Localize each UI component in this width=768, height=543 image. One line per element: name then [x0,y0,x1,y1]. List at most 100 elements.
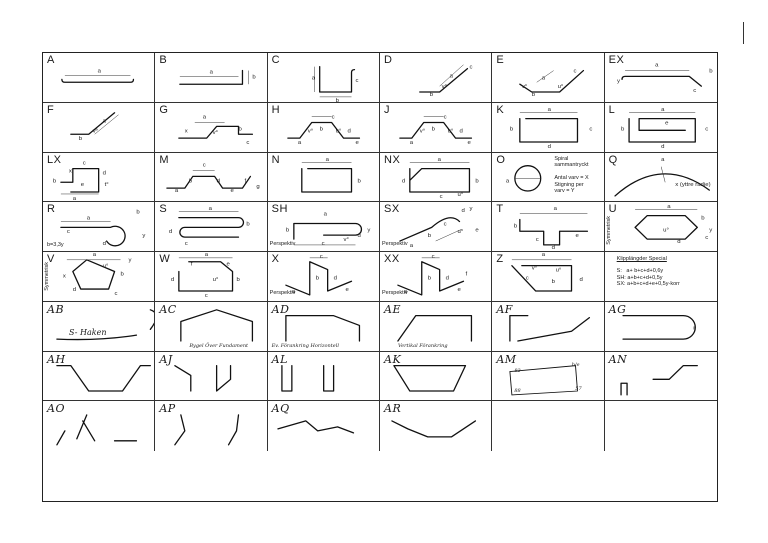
dimension-label: v° [522,84,527,90]
dimension-label: a [103,118,107,124]
dimension-label: b [286,228,290,234]
dimension-label: d [103,170,106,176]
shape-label: AB [47,302,65,316]
shape-cell: AO [43,401,156,452]
shape-note: S- Haken [69,327,107,337]
shape-label: K [496,103,505,116]
dimension-label: b [79,136,83,142]
dimension-label: c [115,291,118,297]
dimension-label: d [217,178,220,184]
dimension-label: u° [213,277,219,283]
shape-label: V [47,253,55,266]
shape-cell: AJ [155,351,268,402]
cut-length-formula: S: a+ b+c+d+0,6y [616,268,664,275]
dimension-label: a [311,75,315,81]
dimension-label: d [552,245,555,251]
dimension-label: b [237,277,241,283]
dimension-label: e [355,140,359,146]
dimension-label: c [469,65,472,71]
shape-label: H [271,103,281,116]
dimension-label: b [121,272,125,278]
shape-note: 82 [514,367,521,374]
shape-label: AH [47,352,66,366]
dimension-label: b [319,126,323,132]
shape-label: W [159,253,171,266]
shape-note: 88 [514,388,521,395]
dimension-label: a [297,140,301,146]
dimension-label: x [63,274,66,280]
dimension-label: y [128,258,131,264]
dimension-label: c [203,162,206,168]
shape-note: Symmetrisk [605,216,612,246]
dimension-label: x (yttre radie) [675,182,710,188]
cut-length-formula: SX: a+b+c+d+e+0,5y-korr [616,281,680,288]
dimension-label: d [73,287,76,293]
shape-label: AC [159,302,177,316]
shape-label: NX [384,153,401,166]
dimension-label: g [257,184,260,190]
dimension-label: a [203,114,207,120]
dimension-label: c [705,126,708,132]
shape-label: E [496,54,505,66]
dimension-label: c [205,293,208,299]
shape-label: LX [47,153,62,166]
shape-note: Perspektiv [269,290,296,297]
dimension-label: b [428,233,432,239]
dimension-label: c [440,193,443,199]
dimension-label: a [93,252,97,258]
dimension-label: a [554,206,558,212]
shape-cell: AN [604,352,717,402]
dimension-label: c [331,114,334,120]
shape-cell: AF [492,301,605,352]
dimension-label: v° [420,128,425,134]
dimension-label: v° [343,237,348,243]
shape-label: AF [496,302,513,316]
shape-note: Perspektiv [382,290,408,297]
dimension-label: b [239,126,243,132]
shape-label: AE [384,302,401,316]
dimension-label: c [693,88,696,94]
shape-label: Q [608,153,618,166]
dimension-label: y [367,228,370,234]
shape-label: R [47,203,56,216]
shape-cell: AK [380,351,493,402]
dimension-label: a [661,156,665,162]
dimension-label: y [142,233,145,239]
dimension-label: v° [213,130,218,136]
shape-label: O [496,153,506,166]
dimension-label: c [705,235,708,241]
shape-note: 57 [575,386,582,393]
dimension-label: a [325,156,329,162]
dimension-label: c [355,78,358,84]
dimension-label: v° [442,84,447,90]
dimension-label: e [475,228,479,234]
dimension-label: d [548,144,551,150]
dimension-label: d [460,128,463,134]
shape-cell: AQ [268,401,380,452]
dimension-label: u° [448,128,454,134]
dimension-label: d [103,241,106,247]
dimension-label: b [189,178,193,184]
shape-note: Bygel Över Fundament [189,342,249,349]
dimension-label: x [69,168,72,174]
dimension-label: d [677,239,680,245]
shape-cell [492,401,605,452]
shape-label: AJ [159,352,173,366]
dimension-label: b [701,216,705,222]
